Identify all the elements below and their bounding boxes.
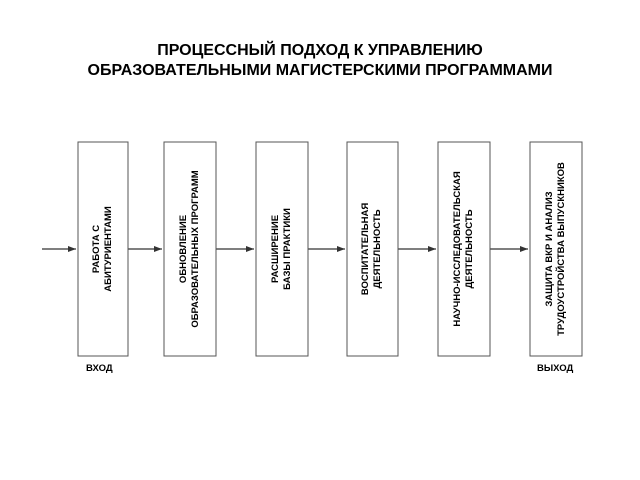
stage-box-6 bbox=[529, 141, 583, 357]
stage-box-1 bbox=[77, 141, 129, 357]
stage-label-3-line2: БАЗЫ ПРАКТИКИ bbox=[282, 208, 293, 290]
input-label: ВХОД bbox=[86, 363, 113, 374]
diagram-title-line1: ПРОЦЕССНЫЙ ПОДХОД К УПРАВЛЕНИЮ bbox=[157, 42, 483, 59]
stage-box-3 bbox=[255, 141, 309, 357]
stage-label-4-line2: ДЕЯТЕЛЬНОСТЬ bbox=[372, 209, 383, 288]
stage-label-4-line1: ВОСПИТАТЕЛЬНАЯ bbox=[360, 203, 371, 295]
stage-label-5-line1: НАУЧНО-ИССЛЕДОВАТЕЛЬСКАЯ bbox=[452, 171, 463, 327]
stage-label-1-line1: РАБОТА С bbox=[91, 225, 102, 273]
stage-label-5-line2: ДЕЯТЕЛЬНОСТЬ bbox=[464, 209, 475, 288]
stage-box-5 bbox=[437, 141, 491, 357]
stage-label-3-line1: РАСШИРЕНИЕ bbox=[270, 215, 281, 283]
stage-label-2: ОБНОВЛЕНИЕ ОБРАЗОВАТЕЛЬНЫХ ПРОГРАММ bbox=[178, 170, 201, 327]
stage-label-2-line1: ОБНОВЛЕНИЕ bbox=[178, 215, 189, 283]
diagram-title: ПРОЦЕССНЫЙ ПОДХОД К УПРАВЛЕНИЮ ОБРАЗОВАТ… bbox=[0, 41, 640, 81]
stage-label-4: ВОСПИТАТЕЛЬНАЯ ДЕЯТЕЛЬНОСТЬ bbox=[360, 203, 383, 295]
stage-label-1-line2: АБИТУРИЕНТАМИ bbox=[103, 206, 114, 292]
stage-label-6-line1: ЗАЩИТА ВКР И АНАЛИЗ bbox=[544, 191, 555, 306]
stage-label-1: РАБОТА С АБИТУРИЕНТАМИ bbox=[91, 206, 114, 292]
stage-label-5: НАУЧНО-ИССЛЕДОВАТЕЛЬСКАЯ ДЕЯТЕЛЬНОСТЬ bbox=[452, 171, 475, 327]
stage-box-2 bbox=[163, 141, 217, 357]
stage-box-4 bbox=[346, 141, 399, 357]
stage-label-6-line2: ТРУДОУСТРОЙСТВА ВЫПУСКНИКОВ bbox=[555, 162, 567, 336]
stage-label-3: РАСШИРЕНИЕ БАЗЫ ПРАКТИКИ bbox=[270, 208, 293, 290]
stage-label-2-line2: ОБРАЗОВАТЕЛЬНЫХ ПРОГРАММ bbox=[190, 170, 201, 327]
diagram-title-line2: ОБРАЗОВАТЕЛЬНЫМИ МАГИСТЕРСКИМИ ПРОГРАММА… bbox=[87, 62, 553, 79]
output-label: ВЫХОД bbox=[537, 363, 574, 374]
stage-label-6: ЗАЩИТА ВКР И АНАЛИЗ ТРУДОУСТРОЙСТВА ВЫПУ… bbox=[544, 162, 567, 336]
